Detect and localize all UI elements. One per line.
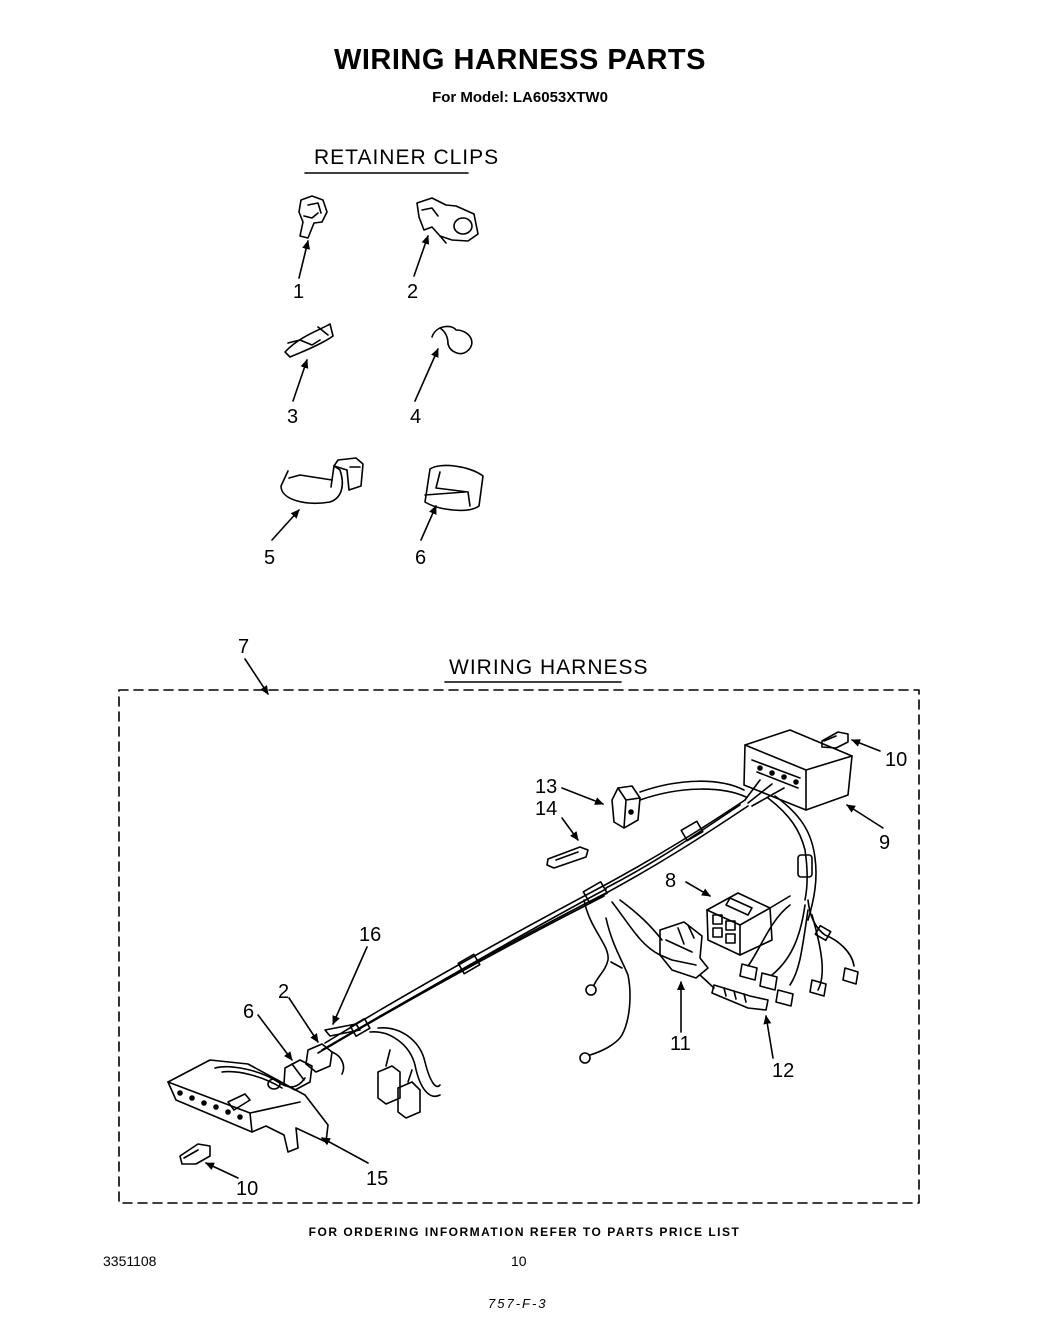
arrow-15: [321, 1137, 369, 1164]
connector-9: [743, 729, 853, 811]
callout-6: 6: [415, 547, 426, 569]
component-11: [611, 899, 709, 979]
harness-right-branch: [739, 795, 859, 1007]
harness-clip-2: [305, 1043, 345, 1075]
callout-7: 7: [238, 636, 249, 658]
callout-3: 3: [287, 406, 298, 428]
clip-5-icon: [280, 457, 364, 505]
clip-2-icon: [416, 197, 479, 244]
callout-15: 15: [366, 1168, 388, 1190]
arrow-10-top: [851, 739, 881, 752]
arrow-9: [846, 804, 884, 829]
callout-2: 2: [407, 281, 418, 303]
arrow-4: [414, 348, 439, 402]
connector-8: [706, 892, 791, 956]
document-number: 3351108: [103, 1253, 157, 1269]
page-number: 10: [511, 1253, 527, 1269]
terminal-10-bottom: [179, 1143, 211, 1165]
ground-wire-terminals: [579, 899, 631, 1064]
callout-6-harness: 6: [243, 1001, 254, 1023]
model-subtitle: For Model: LA6053XTW0: [432, 89, 608, 106]
harness-main-bundle: [317, 780, 749, 1054]
arrow-14: [561, 817, 579, 841]
callout-11: 11: [670, 1033, 691, 1055]
part-13-block: [611, 785, 641, 829]
page-title: WIRING HARNESS PARTS: [334, 44, 706, 76]
retainer-clips-heading: RETAINER CLIPS: [314, 146, 500, 169]
arrow-6: [420, 505, 437, 541]
component-12: [699, 974, 769, 1011]
callout-14: 14: [535, 798, 557, 820]
strap-16: [324, 1023, 361, 1037]
clip-6-icon: [424, 464, 484, 512]
clip-4-icon: [431, 325, 473, 355]
arrow-12: [763, 1015, 774, 1059]
callout-5: 5: [264, 547, 275, 569]
callout-10-top: 10: [885, 749, 907, 771]
callout-16: 16: [359, 924, 381, 946]
arrow-1: [298, 240, 310, 279]
callout-4: 4: [410, 406, 421, 428]
callout-12: 12: [772, 1060, 794, 1082]
harness-kit-boundary: [118, 689, 920, 1204]
harness-left-loop: [369, 1027, 441, 1119]
arrow-3: [292, 359, 309, 402]
arrow-8: [685, 881, 711, 897]
arrow-7: [244, 658, 269, 695]
callout-8: 8: [665, 870, 676, 892]
clip-1-icon: [298, 195, 328, 239]
arrow-16: [332, 946, 368, 1025]
arrow-6-harness: [257, 1014, 293, 1061]
arrow-5: [271, 509, 300, 541]
clip-3-icon: [284, 323, 334, 358]
arrow-10-bottom: [205, 1162, 239, 1179]
terminal-14: [546, 846, 589, 869]
callout-9: 9: [879, 832, 890, 854]
ordering-note: FOR ORDERING INFORMATION REFER TO PARTS …: [308, 1225, 741, 1239]
callout-1: 1: [293, 281, 304, 303]
arrow-2-harness: [288, 997, 319, 1043]
arrow-2: [413, 235, 430, 277]
terminal-10-top: [821, 731, 849, 749]
callout-10-bottom: 10: [236, 1178, 258, 1200]
callout-13: 13: [535, 776, 557, 798]
arrow-13: [561, 787, 604, 805]
drawing-code: 757-F-3: [488, 1296, 548, 1311]
callout-2-harness: 2: [278, 981, 289, 1003]
wiring-harness-heading: WIRING HARNESS: [449, 656, 649, 679]
connector-15: [167, 1059, 329, 1153]
